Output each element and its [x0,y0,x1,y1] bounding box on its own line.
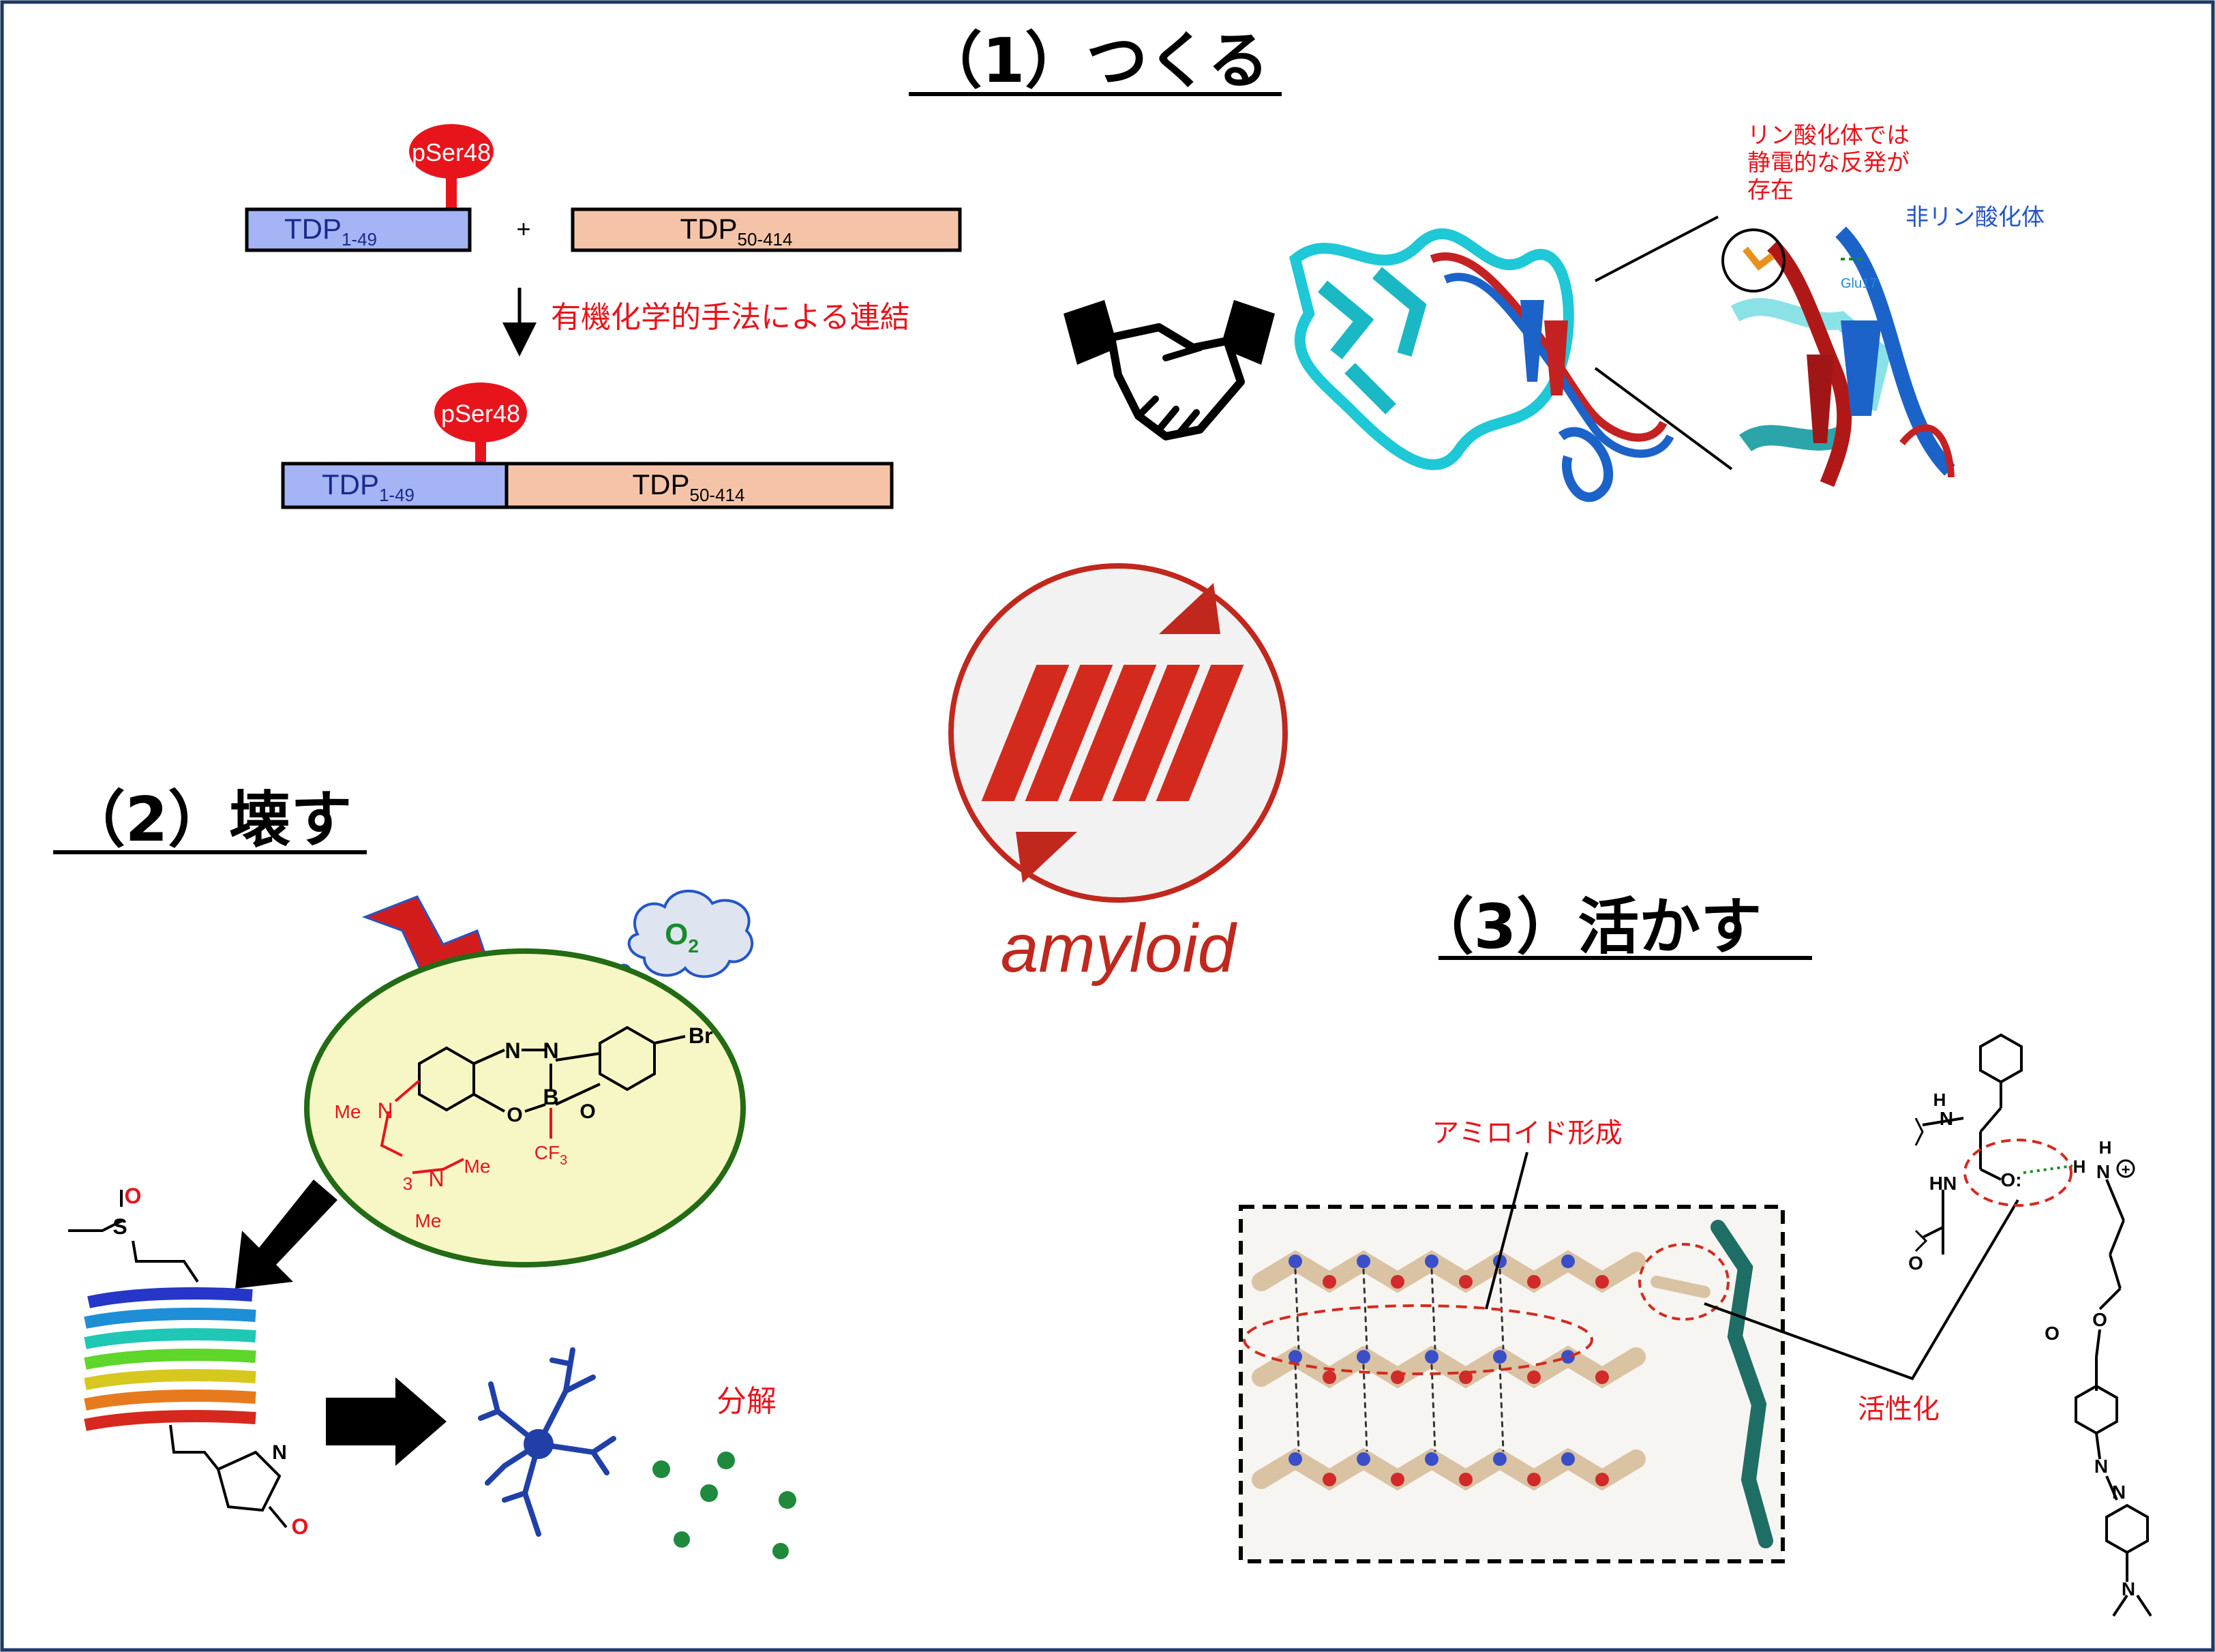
n-atom-3: N [377,1098,393,1123]
active-site-highlight [1638,1243,1730,1321]
plus-charge-icon [2116,1159,2135,1178]
tdp-50-414-label: TDP50-414 [680,213,793,250]
section-2-title: （2）壊す [64,784,352,856]
activation-leader-line [1704,1199,2019,1381]
substrate-molecule [1914,1033,2152,1617]
amyloid-label: amyloid [1001,910,1238,987]
handshake-icon [1064,300,1275,440]
oxygen-label: O2 [665,918,699,957]
protein-structure-overlay [1289,228,1674,502]
ammonium-n: N [2096,1161,2110,1182]
pser-marker-bottom: pSer48 [434,382,527,465]
fibril-structure [68,1190,288,1529]
catalyst-ellipse [304,948,746,1267]
phos-note-line-2: 静電的な反発が [1747,149,1910,177]
pser-label-top: pSer48 [412,138,491,166]
ligation-label: 有機化学的手法による連結 [551,300,910,335]
n-atom-4: N [428,1167,444,1191]
plus-sign: + [516,215,530,243]
zoomed-structure-panel [1721,217,1955,487]
so-oxygen-atom: O [125,1184,142,1208]
ligated-1-49-label: TDP1-49 [322,468,415,505]
arrow-catalyst-to-fibril [235,1180,337,1289]
imidazolone-o: O [292,1514,309,1539]
section-1-title: （1）つくる [921,25,1269,97]
amine-highlight [1963,1139,2073,1207]
nonphos-label: 非リン酸化体 [1905,204,2045,231]
tdp-fragment-50-414 [571,207,962,252]
dimethylamino-n: N [2122,1578,2135,1600]
fibril-formation-highlight [1243,1304,1593,1375]
cf3-group: CF3 [534,1142,567,1168]
amide-hn: HN [1929,1173,1957,1194]
formation-leader-line [1485,1152,1528,1310]
arrow-fibril-to-degradation [326,1377,447,1466]
amide-h-1: H [1933,1090,1946,1110]
amyloid-cycle-logo [948,563,1288,903]
carbonyl-o-lone-pair: O: [2000,1169,2021,1190]
amyloid-formation-label: アミロイド形成 [1432,1117,1622,1149]
catalyst-structure [380,1025,686,1174]
ester-carbonyl-o: O [2045,1323,2060,1344]
ligated-tdp-50-414 [504,462,894,509]
o-atom-1: O [507,1104,522,1126]
phos-note-line-1: リン酸化体では [1747,122,1910,149]
ligated-50-414-label: TDP50-414 [633,468,745,505]
tdp-fragment-1-49 [245,207,472,252]
o-atom-2: O [579,1100,595,1123]
zoom-line-bottom [1594,367,1733,470]
microglia-icon [478,1347,616,1537]
amide-n-1: N [1940,1108,1953,1129]
ammonium-h-top: H [2099,1137,2112,1158]
phos-note-line-3: 存在 [1747,177,1794,204]
ammonium-h-left: H [2073,1156,2086,1177]
n-atom-1: N [504,1038,520,1063]
imidazolone-n: N [272,1441,287,1464]
s-atom: S [112,1214,127,1239]
azo-n-2: N [2112,1482,2126,1503]
br-atom: Br [689,1023,713,1048]
b-atom: B [543,1085,558,1109]
glycine-o: O [1908,1252,1923,1274]
section-3-title: （3）活かす [1413,891,1762,963]
zoom-line-top [1595,215,1719,282]
me-group-2: Me [464,1156,491,1177]
beta-sheet-strands [1252,1220,1773,1548]
tdp-1-49-label: TDP1-49 [284,213,377,250]
chain-count-3: 3 [403,1173,412,1194]
me-group-3: Me [415,1210,442,1231]
ester-o: O [2092,1309,2107,1330]
degradation-label: 分解 [717,1384,777,1419]
pser-marker-top: pSer48 [409,124,494,210]
glu17-label: Glu17 [1841,276,1877,291]
hydrogen-bond [2023,1165,2073,1174]
n-atom-2: N [543,1038,558,1063]
degradation-particles [652,1452,796,1559]
azo-n-1: N [2094,1456,2108,1477]
pser-label-bottom: pSer48 [441,400,520,427]
me-group-1: Me [335,1101,361,1122]
activation-label: 活性化 [1858,1394,1940,1425]
plus-charge-sign: + [2122,1161,2130,1178]
